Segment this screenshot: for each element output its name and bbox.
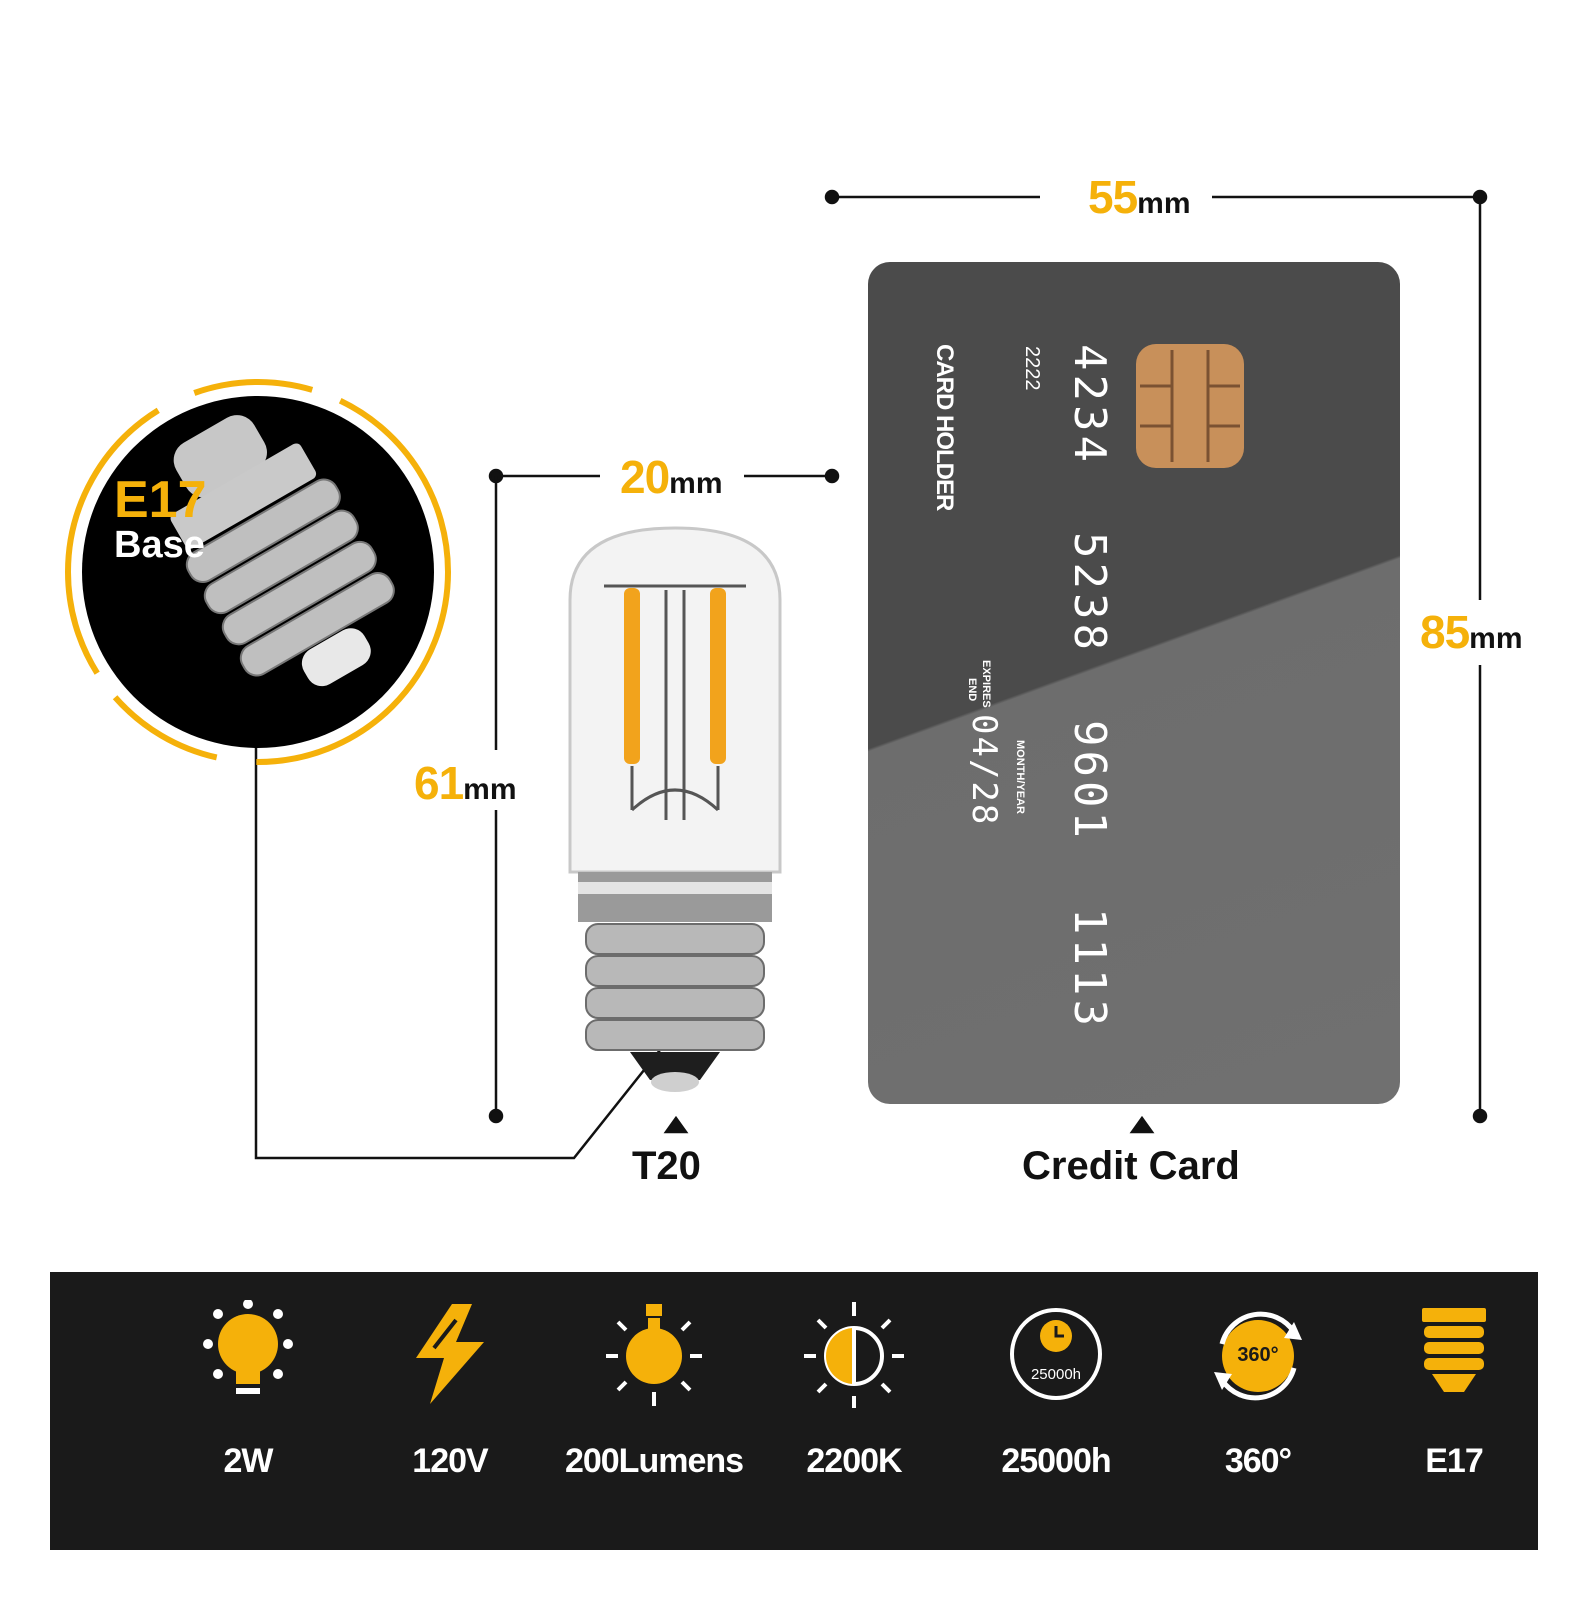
spec-item-color-temp: 2200K (754, 1272, 954, 1550)
bulb-width-label: 20mm (620, 450, 723, 504)
card-number-group-2: 5238 (1064, 532, 1115, 654)
card-expiry: 04/28 (964, 714, 1004, 827)
card-expires-label: EXPIRES (980, 660, 992, 708)
rotation-360-icon (1214, 1311, 1302, 1401)
callout-subtitle: Base (114, 524, 205, 566)
lifespan-icon-text: 25000h (1030, 1366, 1082, 1383)
card-width-unit: mm (1137, 187, 1191, 220)
color-temperature-icon (804, 1302, 904, 1408)
bulb-width-value: 20 (620, 451, 670, 503)
spec-label-color-temp: 2200K (806, 1442, 902, 1480)
spec-label-power: 2W (223, 1442, 274, 1480)
bulb-rays-icon (606, 1304, 702, 1406)
card-small-number: 2222 (1021, 346, 1043, 391)
card-number-group-1: 4234 (1064, 344, 1115, 466)
t20-bulb-illustration (568, 526, 782, 1092)
spec-label-lifespan: 25000h (1001, 1442, 1111, 1480)
bulb-width-unit: mm (669, 467, 723, 500)
spec-bar: 2W 120V 200Lumens (50, 1272, 1538, 1550)
spec-item-power: 2W (148, 1272, 348, 1550)
e17-base-callout: E17 Base (56, 370, 460, 774)
spec-item-lumens: 200Lumens (554, 1272, 754, 1550)
card-number-group-3: 9601 (1064, 720, 1115, 842)
bulb-power-icon (203, 1300, 293, 1394)
spec-label-angle: 360° (1224, 1442, 1292, 1480)
card-height-label: 85mm (1420, 605, 1523, 659)
card-month-year-label: MONTH/YEAR (1014, 740, 1026, 814)
spec-item-base: E17 (1354, 1272, 1554, 1550)
card-height-value: 85 (1420, 606, 1470, 658)
card-height-unit: mm (1469, 622, 1523, 655)
card-number-group-4: 1113 (1064, 908, 1115, 1030)
callout-title: E17 (114, 471, 207, 529)
spec-item-lifespan: 25000h 25000h (956, 1272, 1156, 1550)
bulb-caption: T20 (632, 1144, 701, 1188)
e17-base-illustration (65, 379, 451, 765)
bulb-height-value: 61 (414, 757, 464, 809)
bulb-height-unit: mm (463, 773, 517, 806)
card-width-value: 55 (1088, 171, 1138, 223)
spec-label-voltage: 120V (412, 1442, 488, 1480)
credit-card: 4234 5238 9601 1113 2222 CARD HOLDER MON… (868, 262, 1400, 1104)
lifespan-clock-icon (1010, 1308, 1102, 1400)
spec-label-lumens: 200Lumens (564, 1442, 744, 1480)
card-end-label: END (966, 678, 978, 702)
lightning-icon (416, 1304, 484, 1404)
card-caption: Credit Card (1022, 1144, 1240, 1188)
card-width-label: 55mm (1088, 170, 1191, 224)
spec-item-voltage: 120V (350, 1272, 550, 1550)
card-holder-label: CARD HOLDER (931, 344, 958, 511)
rotation-icon-text: 360° (1237, 1344, 1279, 1366)
spec-label-base: E17 (1425, 1442, 1484, 1480)
bulb-height-label: 61mm (414, 756, 517, 810)
card-chip-icon (1136, 344, 1244, 468)
screw-base-icon (1422, 1308, 1486, 1392)
spec-item-angle: 360° 360° (1158, 1272, 1358, 1550)
